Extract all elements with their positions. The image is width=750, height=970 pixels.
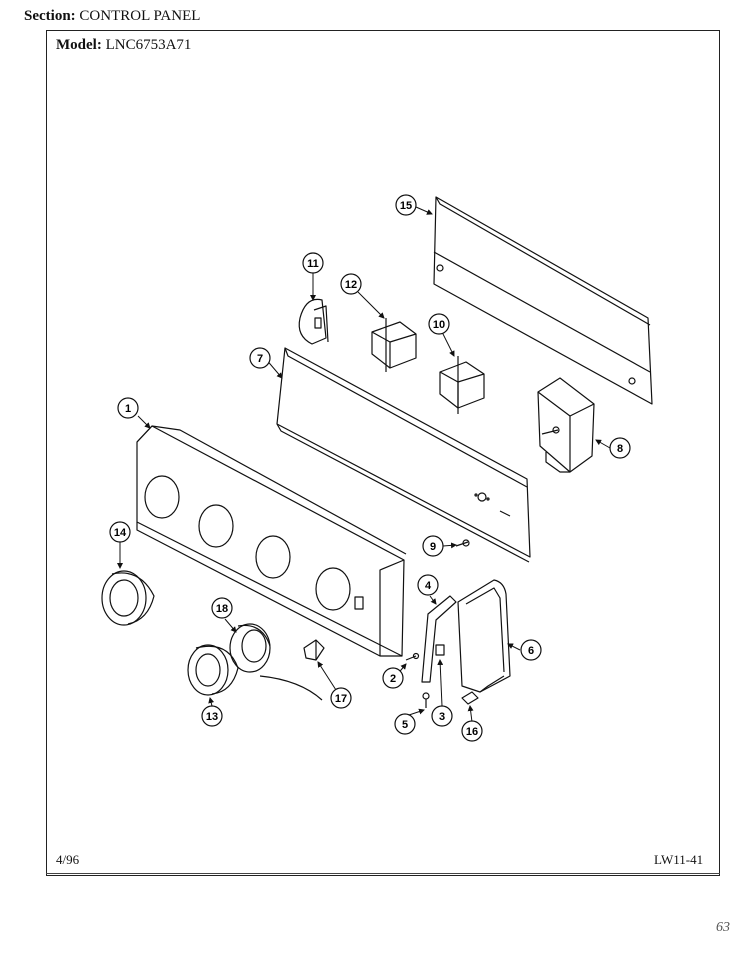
svg-text:2: 2 — [390, 673, 396, 685]
svg-text:7: 7 — [257, 353, 263, 365]
model-value: LNC6753A71 — [105, 37, 192, 53]
callout-3: 3 — [431, 705, 453, 727]
callout-18: 18 — [211, 597, 233, 619]
part-8-timer — [537, 377, 595, 473]
callout-10: 10 — [428, 313, 450, 335]
diagram-frame — [46, 30, 720, 876]
callout-13: 13 — [201, 705, 223, 727]
svg-text:12: 12 — [345, 279, 357, 291]
model-heading: Model: LNC6753A71 — [56, 37, 191, 54]
callout-4: 4 — [417, 574, 439, 596]
callout-12: 12 — [340, 273, 362, 295]
svg-text:6: 6 — [528, 645, 534, 657]
svg-text:10: 10 — [433, 319, 445, 331]
svg-text:15: 15 — [400, 200, 412, 212]
callout-11: 11 — [302, 252, 324, 274]
svg-text:9: 9 — [430, 541, 436, 553]
part-9-screw — [455, 539, 470, 547]
svg-text:17: 17 — [335, 693, 347, 705]
footer-date: 4/96 — [56, 852, 80, 867]
part-18-skirt — [229, 623, 271, 673]
svg-text:16: 16 — [466, 726, 478, 738]
part-7-panel-frame — [276, 347, 531, 563]
svg-text:14: 14 — [114, 527, 127, 539]
part-6-end-cap — [457, 579, 511, 693]
part-5-screw — [422, 692, 430, 708]
svg-text:13: 13 — [206, 711, 218, 723]
callout-7: 7 — [249, 347, 271, 369]
part-14-knob — [101, 570, 155, 626]
section-label: Section: — [24, 8, 76, 24]
section-heading: Section: CONTROL PANEL — [24, 8, 200, 25]
footer-page-code: LW11-41 — [654, 852, 704, 867]
callout-14: 14 — [109, 521, 131, 543]
svg-text:11: 11 — [307, 258, 319, 270]
frame-bottom-rule — [46, 873, 720, 874]
model-label: Model: — [56, 37, 102, 53]
leader-lines — [117, 206, 611, 723]
callout-5: 5 — [394, 713, 416, 735]
part-16-clip — [461, 691, 479, 705]
callout-1: 1 — [117, 397, 139, 419]
part-3-clip — [435, 644, 445, 656]
section-value: CONTROL PANEL — [79, 8, 201, 24]
part-2-screw — [405, 652, 420, 661]
svg-text:4: 4 — [425, 580, 432, 592]
svg-text:8: 8 — [617, 443, 623, 455]
callout-15: 15 — [395, 194, 417, 216]
part-13-knob — [187, 644, 323, 701]
svg-text:3: 3 — [439, 711, 445, 723]
callout-2: 2 — [382, 667, 404, 689]
callout-17: 17 — [330, 687, 352, 709]
part-11-switch — [298, 298, 329, 345]
part-10-switch — [439, 356, 485, 414]
callouts: 15 11 12 10 7 1 8 9 14 18 4 6 2 17 3 13 … — [109, 194, 631, 742]
svg-text:18: 18 — [216, 603, 228, 615]
svg-text:1: 1 — [125, 403, 131, 415]
callout-16: 16 — [461, 720, 483, 742]
part-4-strip — [421, 595, 457, 683]
part-15-rear-panel — [433, 196, 653, 405]
svg-text:5: 5 — [402, 719, 408, 731]
part-17-clip — [303, 639, 325, 661]
callout-6: 6 — [520, 639, 542, 661]
part-1-console — [136, 425, 407, 657]
callout-9: 9 — [422, 535, 444, 557]
part-12-switch — [371, 318, 417, 372]
callout-8: 8 — [609, 437, 631, 459]
corner-handwritten-mark: 63 — [716, 920, 730, 935]
